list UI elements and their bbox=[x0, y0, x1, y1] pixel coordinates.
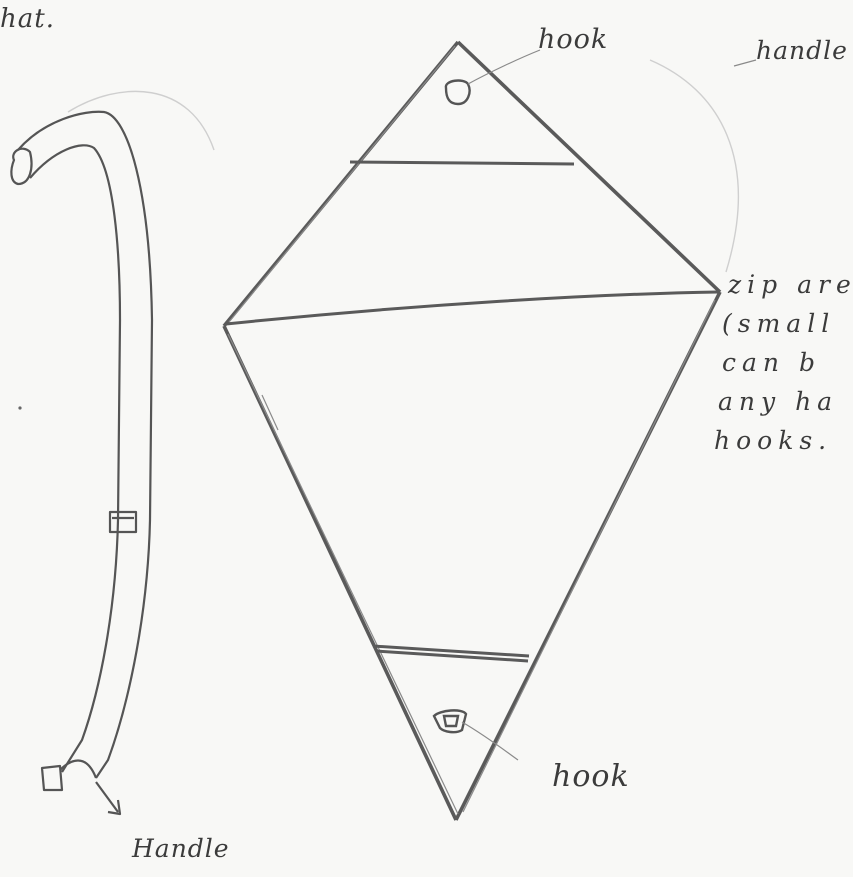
handle-left-label: Handle bbox=[132, 836, 230, 861]
hook-top-label: hook bbox=[538, 26, 608, 53]
strap-outer-edge bbox=[18, 112, 152, 778]
sketch-stroke-4 bbox=[463, 300, 715, 812]
bottom-hook-shape bbox=[434, 710, 466, 732]
top-hook-shape bbox=[446, 81, 470, 104]
note-line-4: any ha bbox=[718, 389, 853, 428]
note-line-5: hooks. bbox=[714, 428, 853, 467]
note-line-2: (small bbox=[722, 311, 853, 350]
bottom-hook-icon bbox=[434, 710, 466, 732]
stray-pencil-dot bbox=[18, 406, 21, 409]
hook-bottom-label: hook bbox=[552, 762, 630, 792]
strap-buckle bbox=[110, 512, 136, 532]
sketch-stroke-2 bbox=[228, 334, 458, 814]
hat-label: hat. bbox=[0, 6, 55, 32]
strap-bottom-end bbox=[42, 766, 62, 790]
kite-top-right-edge bbox=[458, 42, 720, 292]
hook-top-pointer bbox=[468, 50, 540, 84]
handle-right-label: handle bbox=[756, 38, 848, 63]
kite-bag bbox=[224, 42, 720, 820]
kite-bottom-left-edge bbox=[224, 326, 456, 820]
top-band-line bbox=[350, 162, 574, 164]
strap-arrow-line bbox=[96, 782, 118, 812]
strap-inner-edge bbox=[30, 145, 120, 772]
bottom-hook-inner bbox=[444, 716, 458, 726]
panel-lines bbox=[226, 162, 718, 661]
faint-arc-left bbox=[68, 91, 214, 150]
handle-right-tick bbox=[734, 60, 756, 66]
strap-handle bbox=[11, 112, 152, 814]
strap-bottom-taper bbox=[60, 761, 96, 779]
zip-line bbox=[226, 292, 718, 324]
note-line-1: zip are bbox=[728, 272, 853, 311]
strap-top-hook bbox=[11, 149, 31, 184]
top-hook-icon bbox=[446, 81, 470, 104]
note-line-3: can b bbox=[722, 350, 853, 389]
zip-note: zip are (small can b any ha hooks. bbox=[728, 272, 853, 467]
sketch-stroke-1 bbox=[229, 46, 455, 322]
kite-sketch-strokes bbox=[228, 46, 715, 814]
